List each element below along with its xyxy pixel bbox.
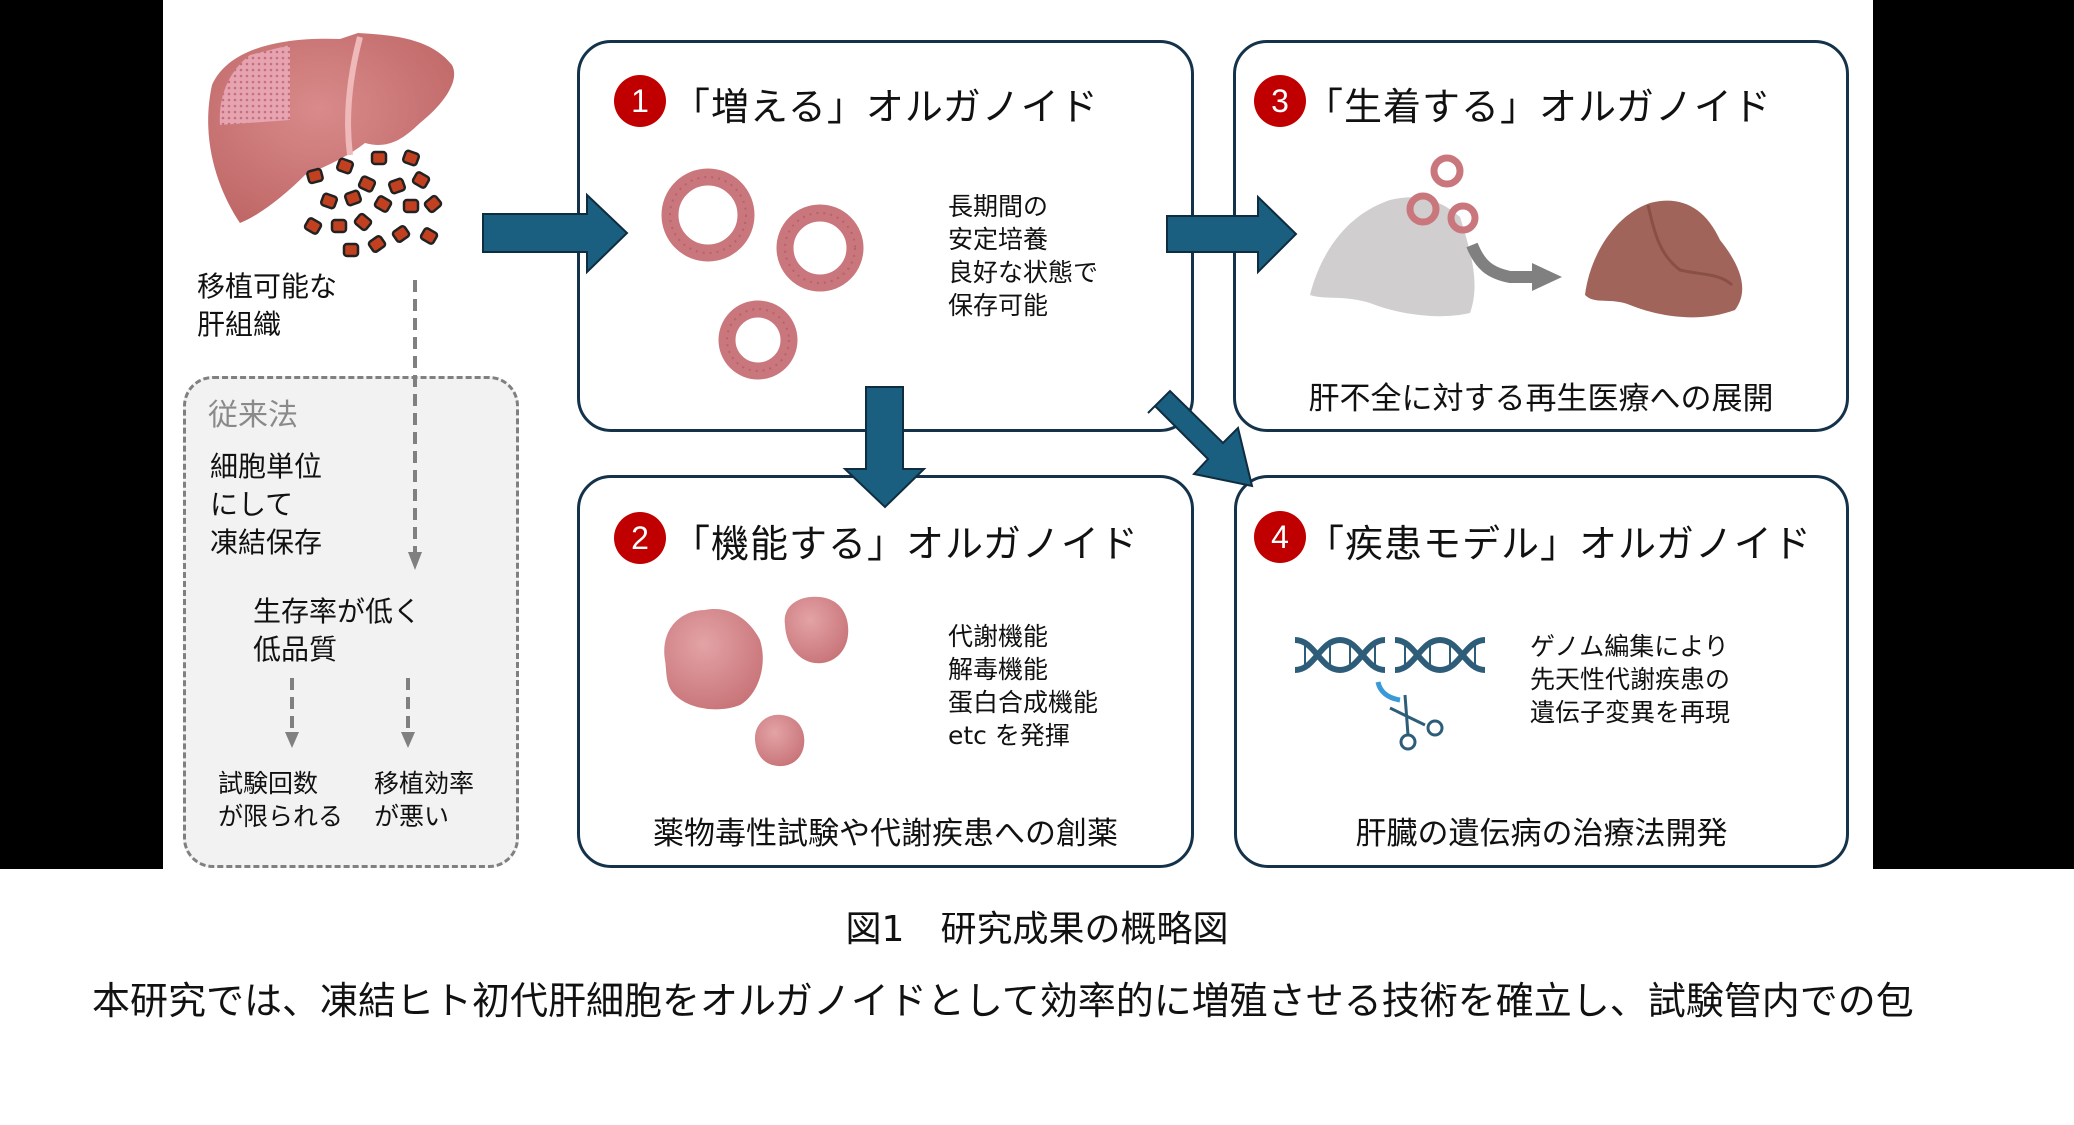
left-black-band [0,0,163,869]
conventional-method-box [183,376,519,868]
panel-1-description: 長期間の 安定培養 良好な状態で 保存可能 [948,192,1099,320]
arrow-to-panel-3 [1166,194,1298,275]
panel-2-footer: 薬物毒性試験や代謝疾患への創薬 [653,816,1118,852]
panel-2-description: 代謝機能 解毒機能 蛋白合成機能 etc を発揮 [948,622,1099,750]
panel-2-title: 「機能する」オルガノイド [672,522,1139,566]
panel-4-badge: 4 [1254,511,1306,563]
conventional-method-text: 細胞単位 にして 凍結保存 [210,450,323,559]
organoid-ring-icon [661,168,864,380]
panel-3-title: 「生着する」オルガノイド [1305,85,1772,129]
panel-4-footer: 肝臓の遺伝病の治療法開発 [1355,816,1728,852]
dashed-arrow-right [401,678,415,748]
panel-engrafting-organoid [1233,40,1849,432]
panel-3-badge: 3 [1254,75,1306,127]
conventional-result-text: 生存率が低く 低品質 [253,595,422,666]
panel-3-footer: 肝不全に対する再生医療への展開 [1308,381,1774,417]
panel-1-badge: 1 [614,75,666,127]
organoid-sphere-icon [664,596,849,767]
dashed-arrow-left [285,678,299,748]
figure-caption-body: 本研究では、凍結ヒト初代肝細胞をオルガノイドとして効率的に増殖させる技術を確立し… [92,979,1914,1023]
arrow-to-panel-2 [842,386,927,509]
figure-caption-title: 図1 研究成果の概略図 [845,909,1229,950]
panel-2-badge: 2 [614,512,666,564]
source-tissue-label: 移植可能な 肝組織 [197,270,338,341]
arrow-to-panel-1 [482,192,629,275]
arrow-to-panel-4 [1147,389,1254,488]
conventional-title: 従来法 [208,398,298,433]
liver-regeneration-icon [1310,154,1743,318]
dna-scissors-icon [1294,636,1486,751]
dashed-arrow-main [408,280,422,570]
right-black-band [1873,0,2074,869]
panel-4-description: ゲノム編集により 先天性代謝疾患の 遺伝子変異を再現 [1530,632,1731,727]
panel-4-title: 「疾患モデル」オルガノイド [1306,522,1812,566]
conventional-outcome-left: 試験回数 が限られる [218,769,344,831]
panel-1-title: 「増える」オルガノイド [672,85,1099,129]
tissue-pieces-icon [303,149,443,258]
liver-icon [208,33,455,223]
conventional-outcome-right: 移植効率 が悪い [374,769,475,831]
